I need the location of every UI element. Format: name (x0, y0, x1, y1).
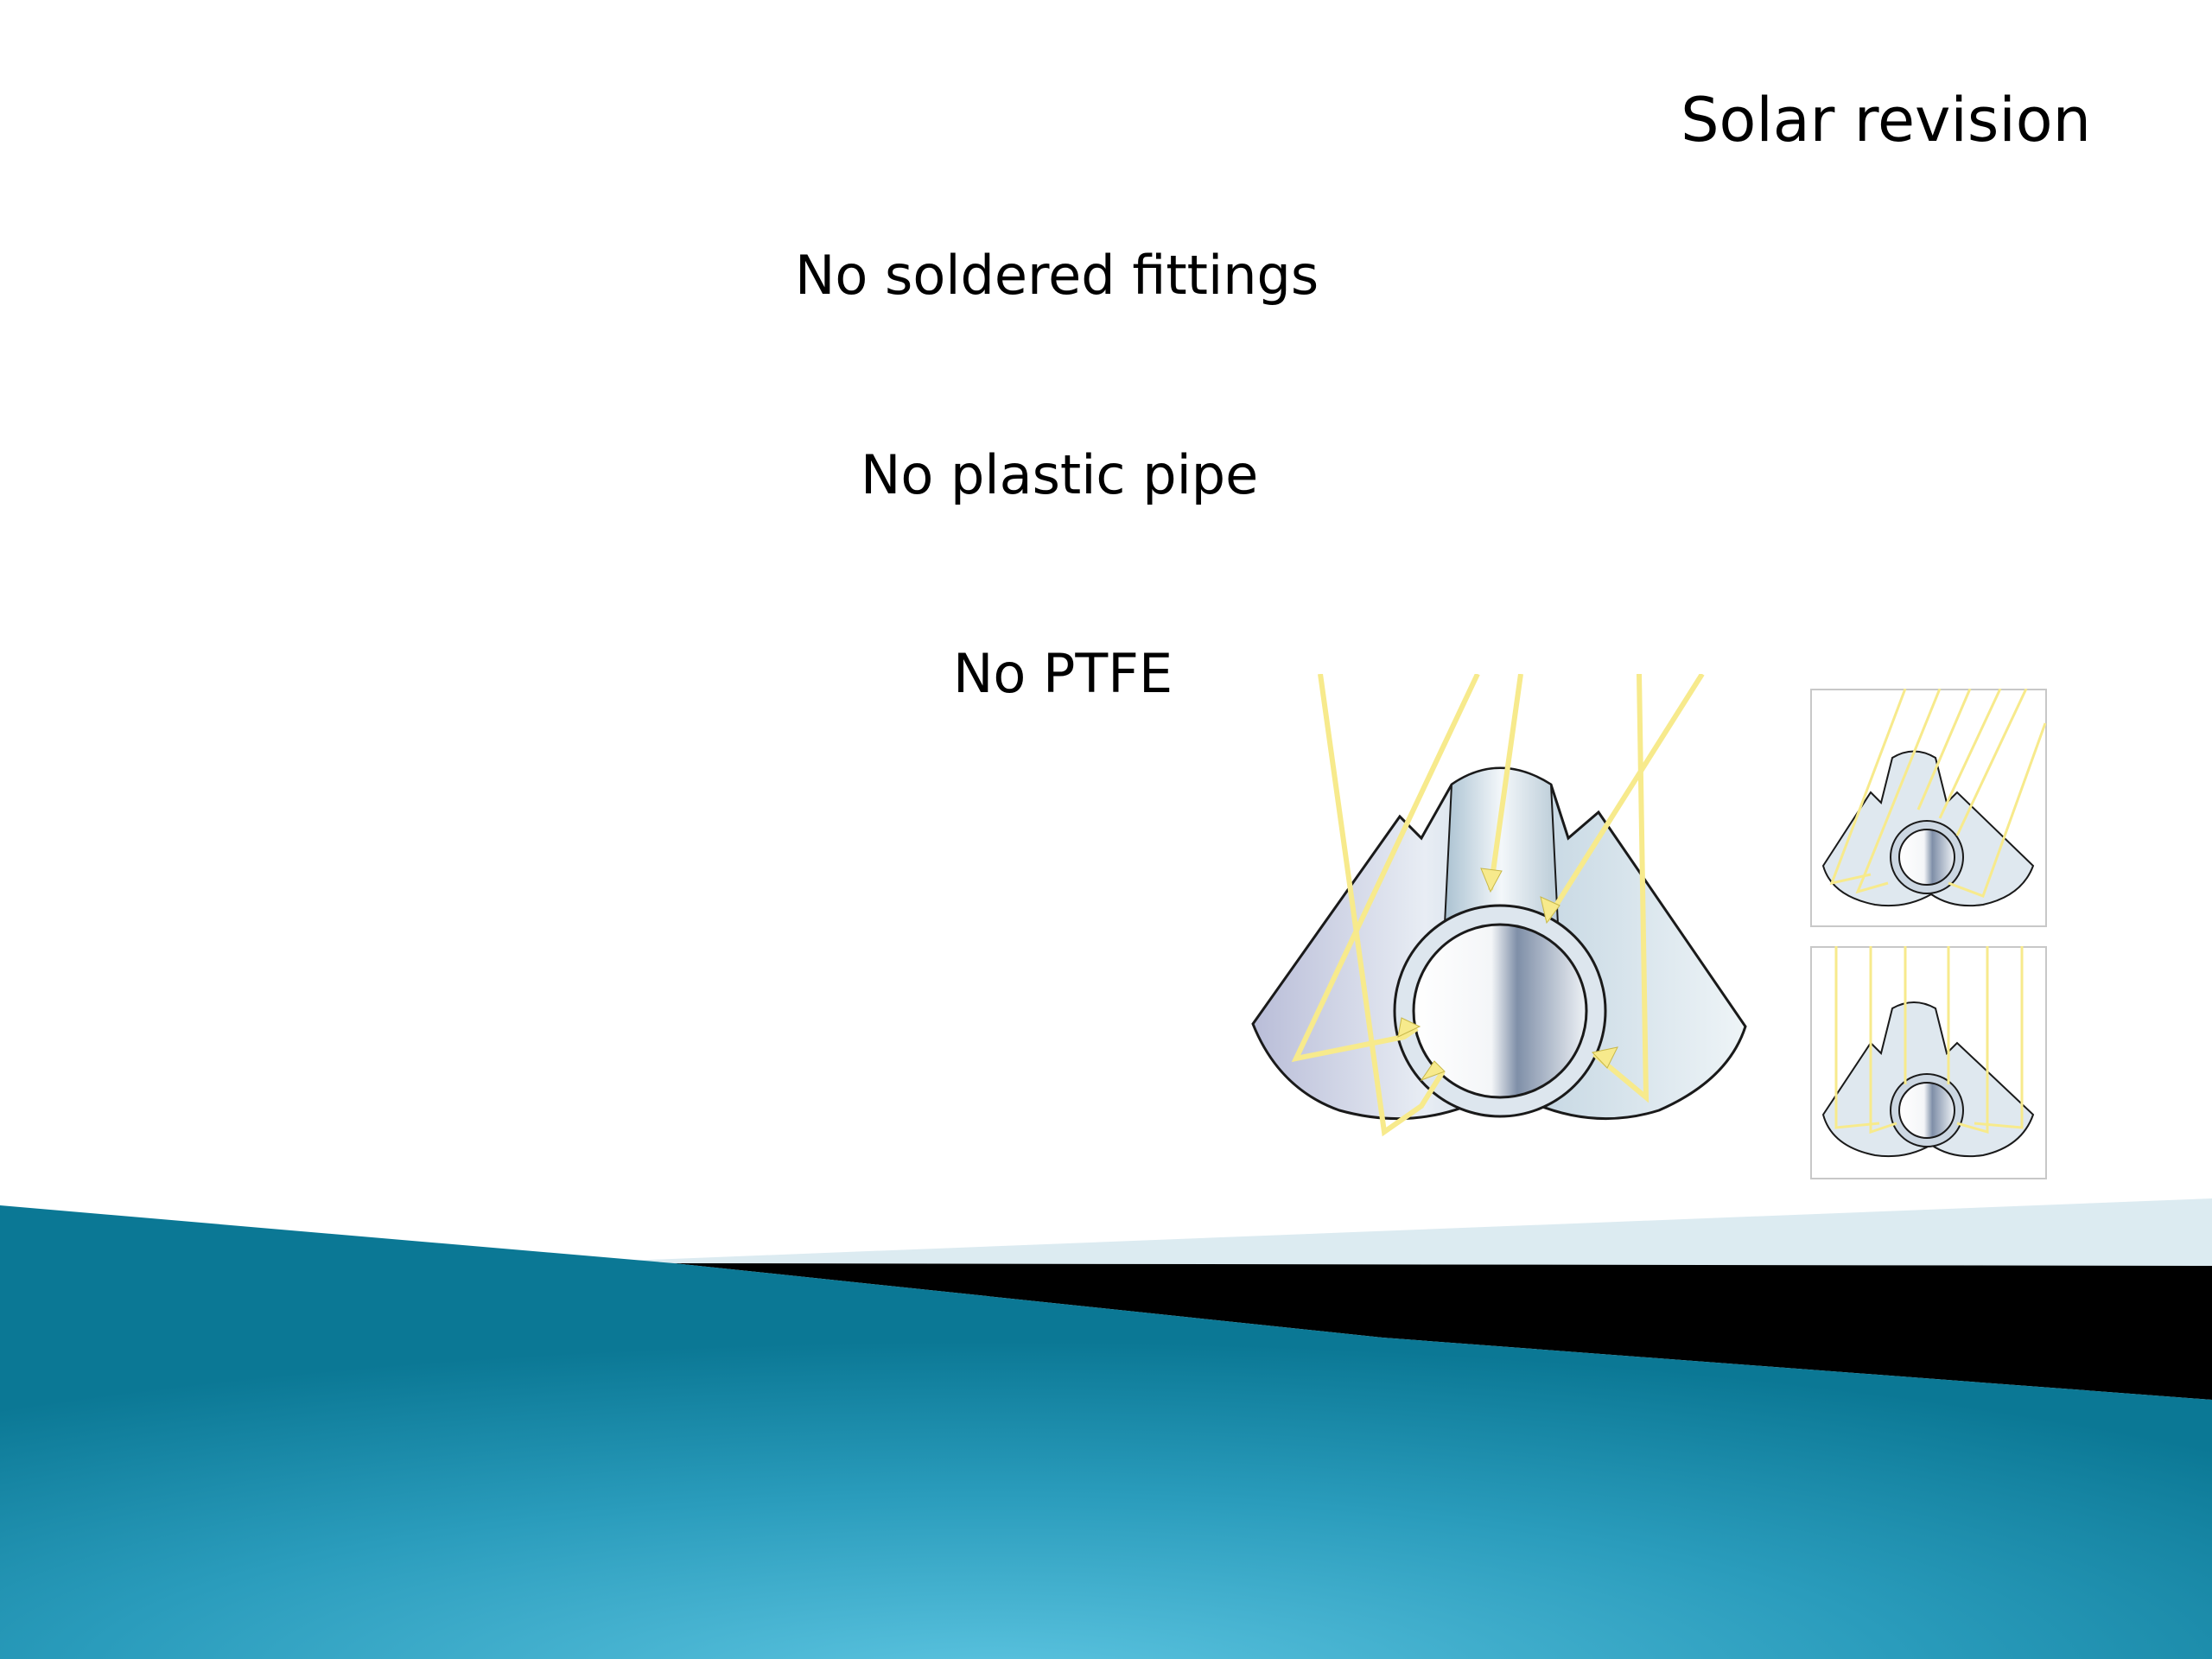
slide-title: Solar revision (1681, 85, 2091, 156)
bullet-no-plastic-pipe: No plastic pipe (861, 443, 1259, 506)
angled-rays-inset (1810, 689, 2047, 927)
bullet-no-soldered-fittings: No soldered fittings (795, 244, 1319, 307)
bullet-no-ptfe: No PTFE (953, 642, 1173, 705)
reflector-tube-illustration (1251, 674, 1747, 1137)
vertical-rays-inset (1810, 946, 2047, 1179)
